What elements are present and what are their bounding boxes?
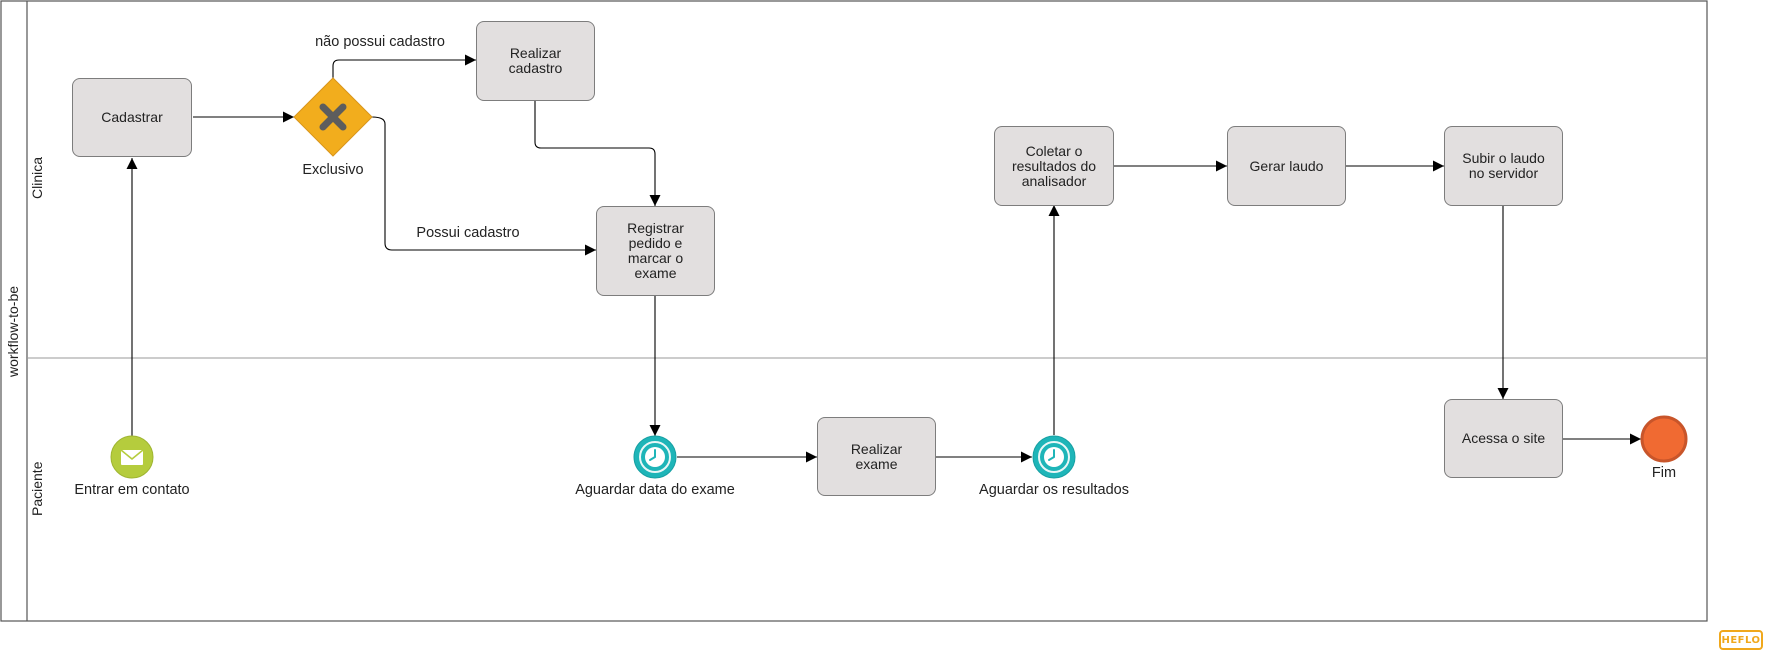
task-realizar-cadastro[interactable]: Realizar cadastro [476, 21, 595, 101]
flow-realizar-cadastro-to-registrar[interactable] [534, 101, 661, 206]
lane-title-paciente: Paciente [29, 461, 45, 516]
timer1-label: Aguardar data do exame [575, 482, 735, 498]
flow-gateway-to-registrar[interactable] [371, 116, 596, 256]
end-event-label: Fim [1651, 465, 1677, 481]
flow-label-possui: Possui cadastro [416, 225, 520, 241]
timer-event-aguardar-data[interactable] [633, 435, 677, 479]
clock-icon [1044, 447, 1064, 467]
task-gerar-laudo[interactable]: Gerar laudo [1227, 126, 1346, 206]
task-acessa-site[interactable]: Acessa o site [1444, 399, 1563, 478]
lane-title-clinica: Clinica [29, 156, 45, 199]
task-cadastrar[interactable]: Cadastrar [72, 78, 192, 157]
task-subir-laudo[interactable]: Subir o laudo no servidor [1444, 126, 1563, 206]
pool-title: workflow-to-be [5, 285, 21, 377]
clock-icon [645, 447, 665, 467]
flow-gateway-to-realizar-cadastro[interactable] [332, 54, 476, 78]
gateway-label: Exclusivo [302, 162, 364, 178]
task-realizar-exame[interactable]: Realizar exame [817, 417, 936, 496]
pool-border [0, 0, 1708, 622]
start-event-label: Entrar em contato [74, 482, 190, 498]
exclusive-gateway[interactable] [293, 77, 373, 157]
envelope-icon [120, 449, 144, 465]
task-registrar-pedido[interactable]: Registrar pedido e marcar o exame [596, 206, 715, 296]
timer-event-aguardar-resultados[interactable] [1032, 435, 1076, 479]
heflo-logo: HEFLO [1719, 630, 1763, 650]
start-message-event[interactable] [110, 435, 154, 479]
timer2-label: Aguardar os resultados [979, 482, 1129, 498]
task-coletar-resultados[interactable]: Coletar o resultados do analisador [994, 126, 1114, 206]
x-icon [319, 103, 347, 131]
flow-label-nao-possui: não possui cadastro [315, 34, 445, 50]
end-event[interactable] [1640, 415, 1688, 463]
